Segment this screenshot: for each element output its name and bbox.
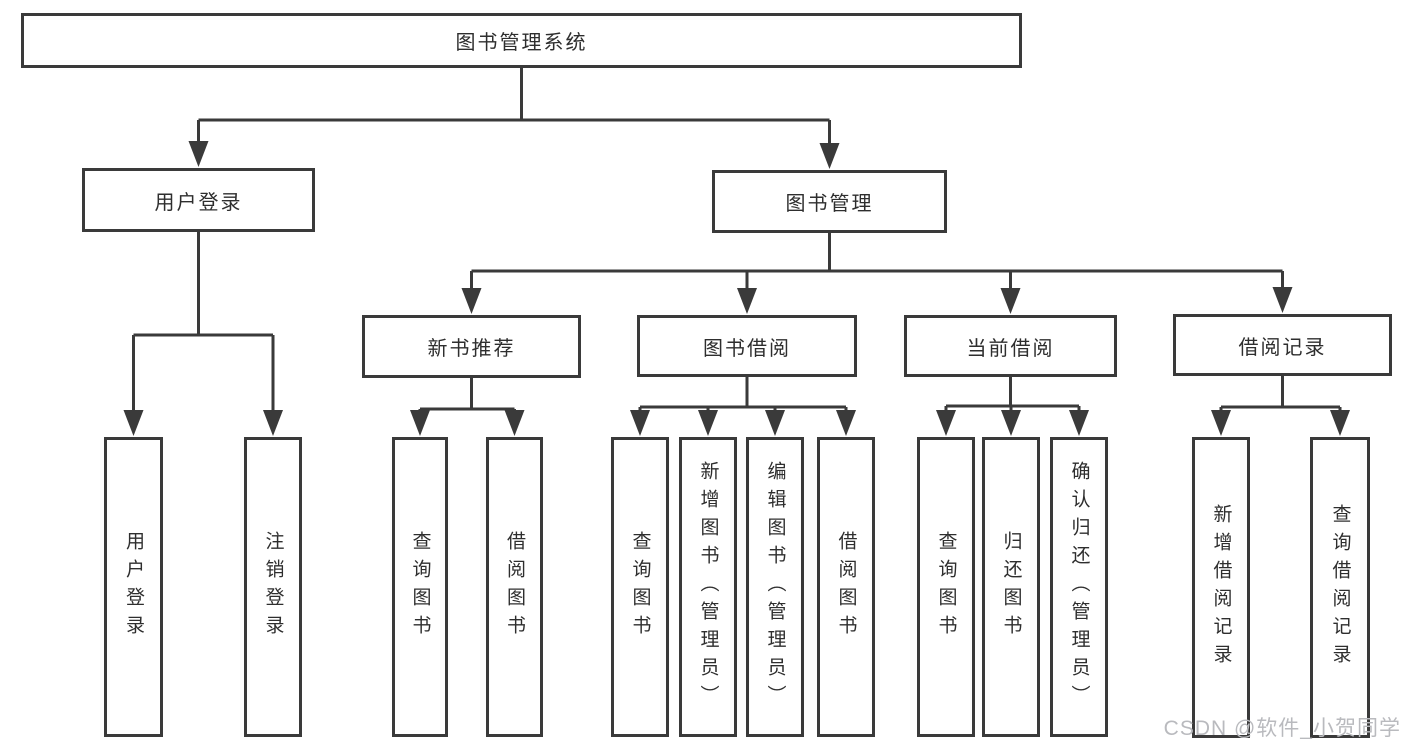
leaf-borrow-books-1: 借阅图书 xyxy=(486,437,543,737)
node-book-borrowing: 图书借阅 xyxy=(637,315,857,377)
node-root: 图书管理系统 xyxy=(21,13,1022,68)
leaf-query-books-2: 查询图书 xyxy=(611,437,669,737)
leaf-query-books-3: 查询图书 xyxy=(917,437,975,737)
node-user-login: 用户登录 xyxy=(82,168,315,232)
leaf-query-borrow-record: 查询借阅记录 xyxy=(1310,437,1370,738)
leaf-borrow-books-2-label: 借阅图书 xyxy=(835,531,857,643)
leaf-query-books-1-label: 查询图书 xyxy=(409,531,431,643)
leaf-confirm-return-admin-label: 确认归还（管理员） xyxy=(1068,461,1090,713)
leaf-add-book-admin: 新增图书（管理员） xyxy=(679,437,737,737)
leaf-logout-label: 注销登录 xyxy=(262,531,284,643)
connector-strokes xyxy=(132,68,1342,415)
leaf-logout: 注销登录 xyxy=(244,437,302,737)
leaf-query-borrow-record-label: 查询借阅记录 xyxy=(1329,503,1351,672)
leaf-return-book-label: 归还图书 xyxy=(1000,531,1022,643)
node-borrowing-records: 借阅记录 xyxy=(1173,314,1392,376)
leaf-add-book-admin-label: 新增图书（管理员） xyxy=(697,461,719,713)
leaf-query-books-3-label: 查询图书 xyxy=(935,531,957,643)
leaf-query-books-1: 查询图书 xyxy=(392,437,448,737)
leaf-return-book: 归还图书 xyxy=(982,437,1040,737)
leaf-user-login: 用户登录 xyxy=(104,437,163,737)
connector-arrowheads xyxy=(123,141,1350,436)
node-new-book-recommend: 新书推荐 xyxy=(362,315,581,378)
node-book-management: 图书管理 xyxy=(712,170,947,233)
leaf-edit-book-admin: 编辑图书（管理员） xyxy=(746,437,804,737)
leaf-add-borrow-record: 新增借阅记录 xyxy=(1192,437,1250,738)
leaf-query-books-2-label: 查询图书 xyxy=(629,531,651,643)
leaf-confirm-return-admin: 确认归还（管理员） xyxy=(1050,437,1108,737)
leaf-borrow-books-2: 借阅图书 xyxy=(817,437,875,737)
leaf-edit-book-admin-label: 编辑图书（管理员） xyxy=(764,461,786,713)
csdn-watermark: CSDN @软件_小贺同学 xyxy=(1163,717,1401,740)
leaf-add-borrow-record-label: 新增借阅记录 xyxy=(1210,503,1232,672)
leaf-borrow-books-1-label: 借阅图书 xyxy=(504,531,525,643)
node-current-borrowing: 当前借阅 xyxy=(904,315,1117,377)
leaf-user-login-label: 用户登录 xyxy=(123,531,144,643)
